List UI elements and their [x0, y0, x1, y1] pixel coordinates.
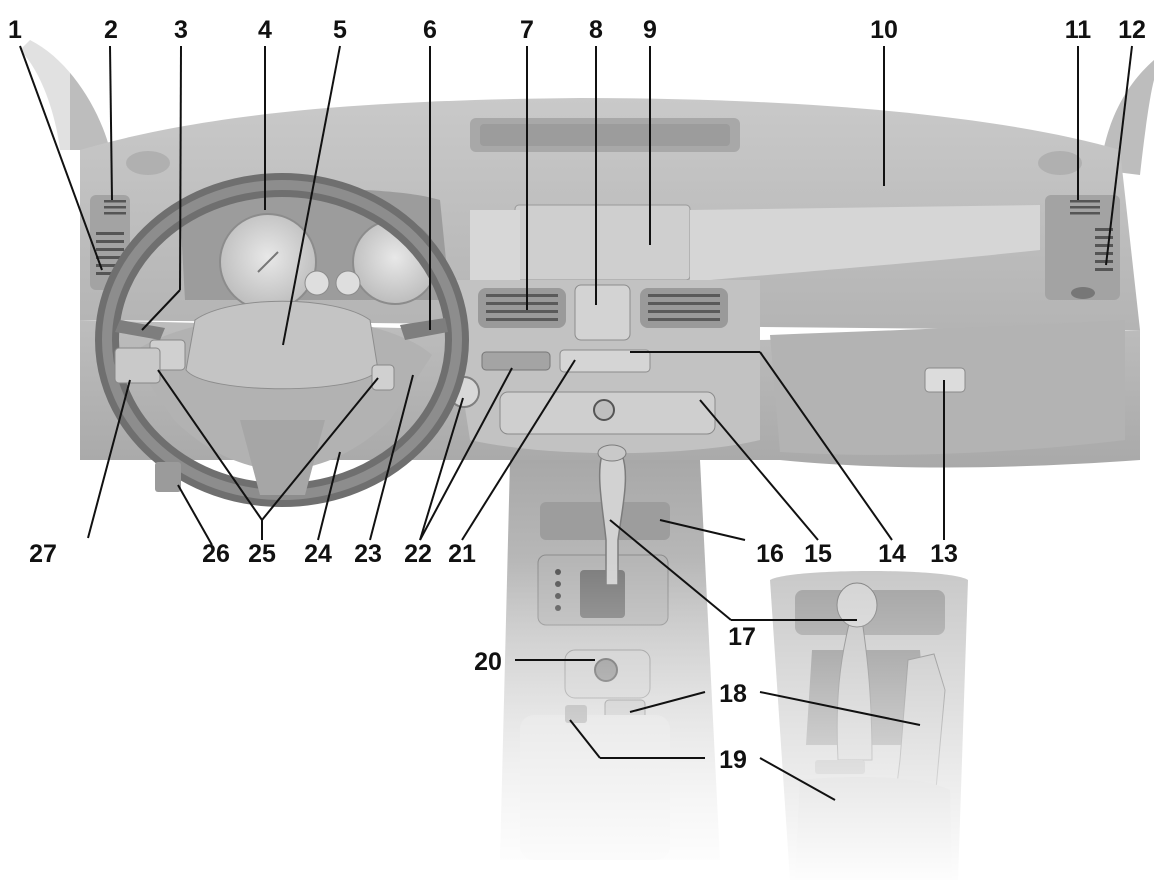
navigation-screen — [514, 204, 691, 281]
callout-12: 12 — [1118, 16, 1146, 44]
hazard-switch-panel — [574, 284, 631, 341]
callout-8: 8 — [589, 16, 603, 44]
callout-19: 19 — [719, 746, 747, 774]
callout-5: 5 — [333, 16, 347, 44]
leader-lines — [19, 45, 1133, 801]
callout-16: 16 — [756, 540, 784, 568]
callout-21: 21 — [448, 540, 476, 568]
callout-6: 6 — [423, 16, 437, 44]
callout-18: 18 — [719, 680, 747, 708]
callout-labels: 1 2 3 4 5 6 7 8 9 10 11 12 13 14 15 16 1… — [8, 16, 1146, 774]
callout-22: 22 — [404, 540, 432, 568]
left-speaker — [126, 151, 170, 175]
callout-23: 23 — [354, 540, 382, 568]
callout-11: 11 — [1065, 16, 1092, 44]
steering-wheel — [95, 173, 469, 507]
right-a-pillar — [1100, 60, 1154, 175]
callout-26: 26 — [202, 540, 230, 568]
callout-13: 13 — [930, 540, 958, 568]
callout-3: 3 — [174, 16, 188, 44]
callout-2: 2 — [104, 16, 118, 44]
climate-button-row — [559, 349, 651, 373]
callout-4: 4 — [258, 16, 272, 44]
callout-20: 20 — [474, 648, 502, 676]
callout-27: 27 — [29, 540, 57, 568]
callout-9: 9 — [643, 16, 657, 44]
callout-14: 14 — [878, 540, 906, 568]
callout-15: 15 — [804, 540, 832, 568]
right-side-vent — [1045, 195, 1120, 300]
airbag-pad — [185, 300, 379, 390]
callout-25: 25 — [248, 540, 276, 568]
callout-24: 24 — [304, 540, 332, 568]
callout-10: 10 — [870, 16, 898, 44]
bonnet-release — [155, 462, 181, 492]
stalk-left — [115, 320, 165, 340]
temp-gauge — [335, 270, 361, 296]
callout-7: 7 — [520, 16, 534, 44]
audio-knob — [593, 399, 615, 421]
cruise-control-switches — [114, 347, 161, 384]
fuel-gauge — [304, 270, 330, 296]
callout-1: 1 — [8, 16, 22, 44]
right-speaker — [1038, 151, 1082, 175]
centre-air-vents — [478, 288, 728, 328]
stalk-right — [400, 318, 448, 340]
cd-slot — [481, 351, 551, 371]
callout-17: 17 — [728, 623, 756, 651]
